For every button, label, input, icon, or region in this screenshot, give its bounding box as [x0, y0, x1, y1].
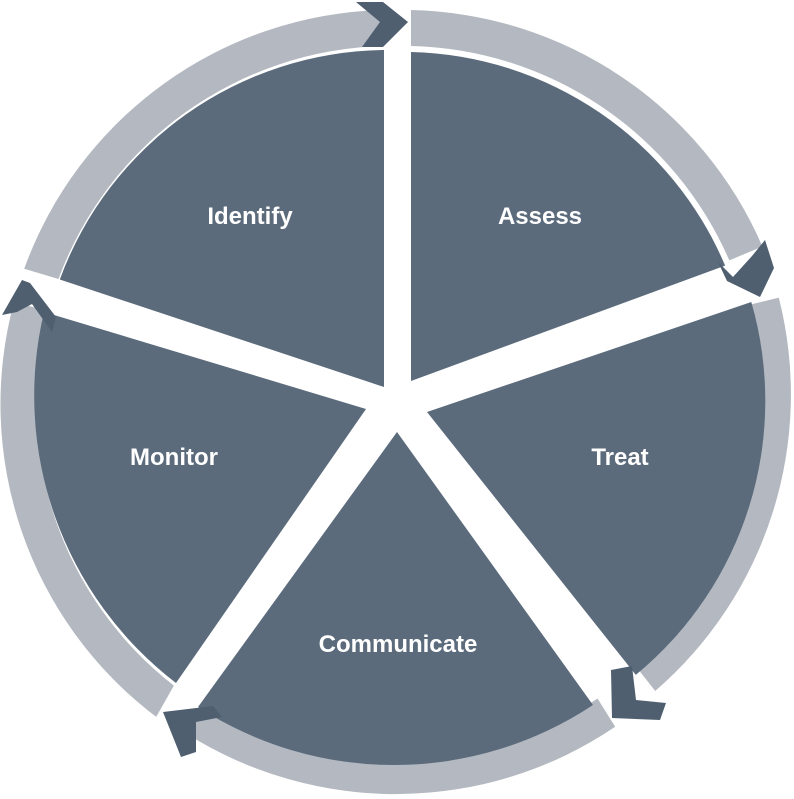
segment-communicate[interactable] — [198, 432, 593, 766]
ring-arc-communicate — [184, 698, 616, 795]
ring-arc-assess — [411, 10, 763, 261]
ring-arc-identify — [24, 10, 384, 279]
arrow-icon-bottom-right — [611, 666, 666, 720]
segment-monitor[interactable] — [34, 312, 367, 683]
arrow-icon-bottom-left — [163, 706, 222, 757]
cycle-segments — [34, 50, 766, 766]
label-identify: Identify — [207, 203, 293, 230]
cycle-arrows — [2, 2, 774, 757]
arrow-icon-top — [356, 2, 408, 47]
segment-labels: Identify Assess Treat Communicate Monito… — [130, 203, 649, 658]
arrow-icon-right — [718, 240, 774, 297]
label-monitor: Monitor — [130, 444, 218, 471]
ring-arc-monitor — [0, 302, 174, 717]
segment-identify[interactable] — [59, 50, 385, 387]
segment-treat[interactable] — [427, 302, 766, 675]
label-communicate: Communicate — [319, 631, 478, 658]
arrow-icon-left — [2, 280, 56, 332]
label-assess: Assess — [498, 203, 582, 230]
segment-assess[interactable] — [411, 52, 726, 381]
label-treat: Treat — [591, 444, 648, 471]
